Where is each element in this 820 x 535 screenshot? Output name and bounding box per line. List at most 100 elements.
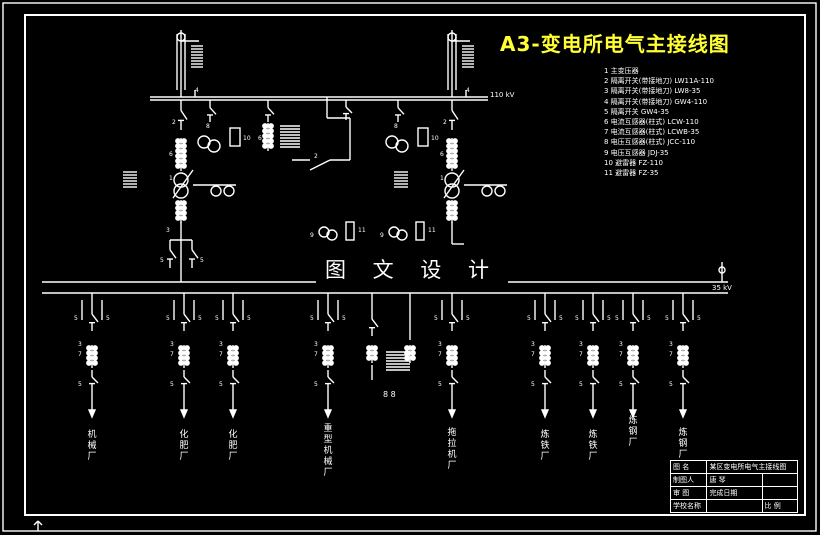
neutral-device (494, 185, 506, 197)
tb-label-review: 审 图 (669, 486, 708, 500)
current-transformer (372, 345, 378, 351)
disconnect-switch (191, 249, 199, 259)
terminal-number: 5 (198, 315, 202, 322)
current-transformer (677, 350, 683, 356)
tb-value-name: 某区变电所电气主接线图 (706, 460, 798, 474)
current-transformer (92, 350, 98, 356)
current-transformer (181, 138, 187, 144)
terminal-number: 5 (78, 381, 82, 388)
current-transformer (452, 158, 458, 164)
feeder-arrow (323, 409, 333, 419)
current-transformer (446, 138, 452, 144)
current-transformer (233, 355, 239, 361)
current-transformer (262, 138, 268, 144)
disconnect-switch (91, 376, 99, 384)
current-transformer (227, 350, 233, 356)
current-transformer (268, 138, 274, 144)
current-transformer (452, 355, 458, 361)
disconnect-switch (91, 313, 99, 323)
terminal-number: 11 (428, 227, 436, 234)
neutral-device (223, 185, 235, 197)
feeder-label: 化肥厂 (228, 430, 238, 462)
terminal-number: 3 (314, 341, 318, 348)
disconnect-switch (267, 107, 275, 115)
bus-tap (718, 266, 726, 274)
current-transformer (683, 350, 689, 356)
current-transformer (372, 355, 378, 361)
current-transformer (184, 345, 190, 351)
current-transformer (175, 210, 181, 216)
current-transformer (92, 345, 98, 351)
disconnect-switch (451, 376, 459, 384)
terminal-number: 7 (219, 351, 223, 358)
current-transformer (446, 205, 452, 211)
current-transformer (452, 143, 458, 149)
disconnect-switch (169, 249, 177, 259)
terminal-number: 5 (669, 381, 673, 388)
current-transformer (452, 345, 458, 351)
disconnect-switch (451, 313, 459, 323)
terminal-number: 5 (219, 381, 223, 388)
terminal-number: 6 (440, 151, 444, 158)
feeder-label: 重型机械厂 (323, 424, 333, 478)
terminal-number: 5 (575, 315, 579, 322)
current-transformer (677, 355, 683, 361)
current-transformer (175, 215, 181, 221)
feeder-label: 拖拉机厂 (447, 428, 457, 471)
terminal-number: 1 (169, 175, 173, 182)
disconnect-switch (183, 376, 191, 384)
current-transformer (322, 350, 328, 356)
terminal-number: 3 (619, 341, 623, 348)
terminal-number: 4 (195, 87, 199, 94)
disconnect-switch (544, 376, 552, 384)
legend-item: 3 隔离开关(带接地刀) LW8-35 (604, 87, 701, 96)
tb-label-name: 图 名 (669, 460, 708, 474)
disconnect-switch (209, 107, 217, 115)
current-transformer (175, 163, 181, 169)
current-transformer (233, 350, 239, 356)
terminal-number: 5 (247, 315, 251, 322)
current-transformer (410, 355, 416, 361)
current-transformer (452, 153, 458, 159)
voltage-transformer (388, 226, 400, 238)
terminal-number: 7 (619, 351, 623, 358)
terminal-number: 5 (697, 315, 701, 322)
terminal-number: 3 (166, 227, 170, 234)
feeder-label: 炼铁厂 (588, 430, 598, 462)
mid-label: 8 8 (383, 390, 396, 399)
terminal-number: 7 (170, 351, 174, 358)
feeder-arrow (628, 409, 638, 419)
bus-35-label: 35 kV (712, 284, 732, 292)
legend-item: 10 避雷器 FZ-110 (604, 158, 663, 167)
current-transformer (175, 205, 181, 211)
terminal-number: 7 (579, 351, 583, 358)
terminal-number: 3 (78, 341, 82, 348)
feeder-label: 炼铁厂 (540, 430, 550, 462)
current-transformer (181, 200, 187, 206)
current-transformer (446, 158, 452, 164)
current-transformer (181, 163, 187, 169)
current-transformer (233, 345, 239, 351)
current-transformer (86, 355, 92, 361)
current-transformer (322, 355, 328, 361)
current-transformer (92, 360, 98, 366)
terminal-number: 5 (607, 315, 611, 322)
current-transformer (446, 148, 452, 154)
current-transformer (587, 355, 593, 361)
feeder-label: 炼钢厂 (678, 428, 688, 460)
current-transformer (593, 345, 599, 351)
terminal-number: 3 (219, 341, 223, 348)
current-transformer (175, 158, 181, 164)
current-transformer (181, 205, 187, 211)
current-transformer (181, 210, 187, 216)
terminal-number: 5 (466, 315, 470, 322)
current-transformer (539, 360, 545, 366)
inner-frame (24, 14, 806, 516)
current-transformer (262, 133, 268, 139)
disconnect-switch (180, 110, 188, 120)
current-transformer (328, 350, 334, 356)
terminal-number: 5 (434, 315, 438, 322)
current-transformer (633, 360, 639, 366)
disconnect-switch (397, 107, 405, 115)
current-transformer (366, 345, 372, 351)
